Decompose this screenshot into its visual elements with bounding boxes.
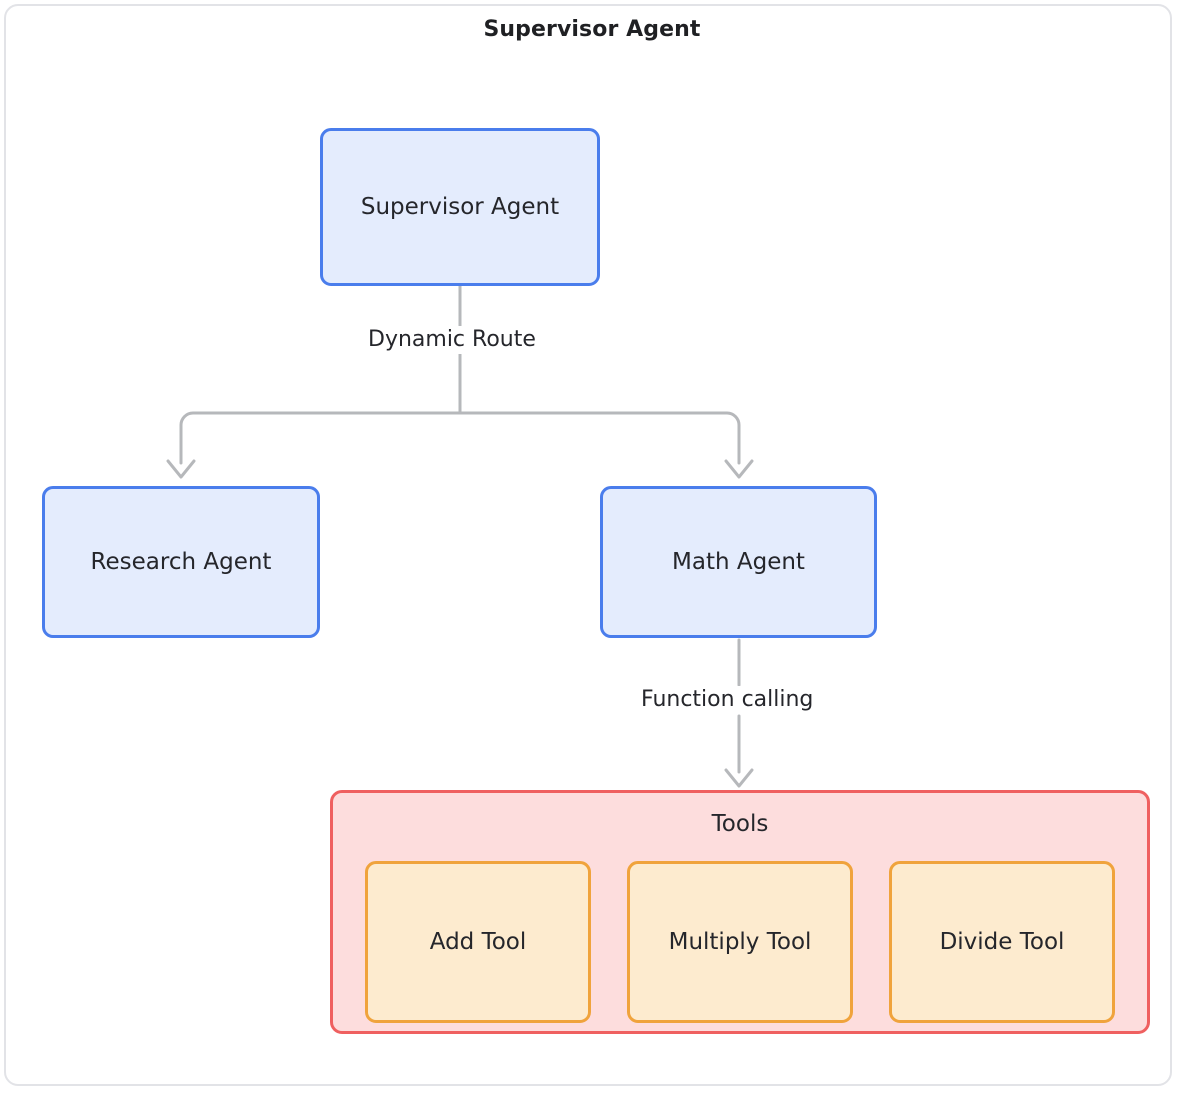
node-math-agent[interactable]: Math Agent <box>600 486 877 638</box>
node-divide-tool-label: Divide Tool <box>939 929 1065 955</box>
edge-label-dynamic-route: Dynamic Route <box>359 326 545 354</box>
cluster-tools-label: Tools <box>711 811 769 837</box>
node-multiply-tool-label: Multiply Tool <box>668 929 812 955</box>
cluster-tools: Tools Add Tool Multiply Tool Divide Tool <box>330 790 1150 1034</box>
node-research-agent[interactable]: Research Agent <box>42 486 320 638</box>
node-math-agent-label: Math Agent <box>672 549 805 575</box>
cluster-tools-row: Add Tool Multiply Tool Divide Tool <box>333 861 1147 1031</box>
edge-label-function-calling: Function calling <box>632 686 823 714</box>
node-supervisor-agent-label: Supervisor Agent <box>360 194 560 220</box>
node-add-tool[interactable]: Add Tool <box>365 861 591 1023</box>
diagram-title: Supervisor Agent <box>483 17 701 42</box>
node-multiply-tool[interactable]: Multiply Tool <box>627 861 853 1023</box>
node-add-tool-label: Add Tool <box>429 929 527 955</box>
node-research-agent-label: Research Agent <box>90 549 272 575</box>
node-supervisor-agent[interactable]: Supervisor Agent <box>320 128 600 286</box>
node-divide-tool[interactable]: Divide Tool <box>889 861 1115 1023</box>
